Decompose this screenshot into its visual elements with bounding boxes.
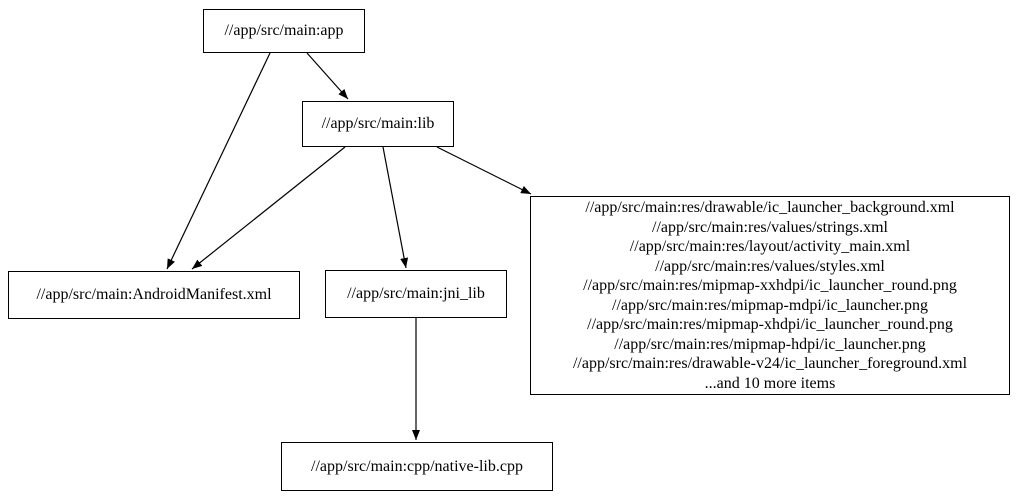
- resource-item: //app/src/main:res/mipmap-mdpi/ic_launch…: [612, 296, 928, 314]
- node-jni-lib: //app/src/main:jni_lib: [325, 270, 507, 318]
- node-android-manifest-label: //app/src/main:AndroidManifest.xml: [36, 286, 272, 303]
- node-lib-target: //app/src/main:lib: [302, 101, 454, 147]
- edge-app-to-lib: [306, 52, 349, 100]
- resource-item: //app/src/main:res/mipmap-xxhdpi/ic_laun…: [583, 277, 957, 294]
- resource-more-items: ...and 10 more items: [704, 374, 836, 392]
- resource-item: //app/src/main:res/layout/activity_main.…: [629, 238, 911, 255]
- node-lib-label: //app/src/main:lib: [321, 115, 435, 132]
- edge-lib-to-jni-lib: [382, 146, 409, 269]
- node-resources-group: //app/src/main:res/drawable/ic_launcher_…: [530, 196, 1010, 395]
- node-android-manifest: //app/src/main:AndroidManifest.xml: [8, 271, 300, 319]
- node-app-label: //app/src/main:app: [224, 22, 344, 39]
- node-jni-lib-label: //app/src/main:jni_lib: [347, 285, 485, 302]
- node-native-lib-cpp-label: //app/src/main:cpp/native-lib.cpp: [311, 457, 523, 475]
- resource-item: //app/src/main:res/values/styles.xml: [655, 257, 885, 275]
- node-app-target: //app/src/main:app: [203, 9, 365, 53]
- resource-item: //app/src/main:res/mipmap-hdpi/ic_launch…: [614, 335, 926, 353]
- edge-lib-to-manifest: [191, 146, 346, 270]
- resource-item: //app/src/main:res/drawable/ic_launcher_…: [585, 199, 955, 216]
- edge-app-to-manifest: [166, 52, 271, 270]
- resource-item: //app/src/main:res/mipmap-xhdpi/ic_launc…: [587, 316, 953, 333]
- node-native-lib-cpp: //app/src/main:cpp/native-lib.cpp: [281, 442, 553, 491]
- resource-item: //app/src/main:res/values/strings.xml: [652, 218, 888, 236]
- edge-lib-to-res-group: [436, 146, 532, 195]
- resource-item: //app/src/main:res/drawable-v24/ic_launc…: [572, 355, 968, 372]
